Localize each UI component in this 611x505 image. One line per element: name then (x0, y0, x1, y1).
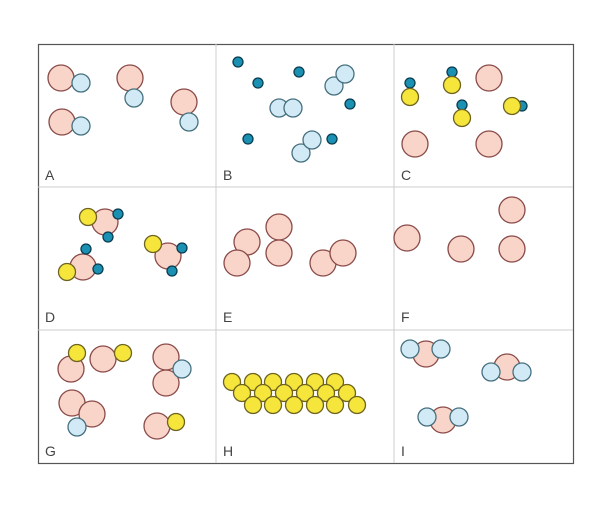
panel-label-e: E (223, 309, 232, 325)
small-teal-atom (456, 99, 468, 111)
yellow-atom (232, 383, 252, 403)
large-pink-atom (393, 224, 421, 252)
yellow-atom (113, 343, 133, 363)
light-blue-atom (179, 112, 199, 132)
light-blue-atom (291, 143, 311, 163)
yellow-atom (305, 395, 325, 415)
large-pink-atom (265, 213, 293, 241)
yellow-atom (284, 395, 304, 415)
light-blue-atom (172, 359, 192, 379)
panel-label-h: H (223, 443, 233, 459)
light-blue-atom (400, 339, 420, 359)
panel-label-b: B (223, 167, 232, 183)
yellow-atom (442, 75, 462, 95)
large-pink-atom (143, 412, 171, 440)
light-blue-atom (512, 362, 532, 382)
small-teal-atom (344, 98, 356, 110)
yellow-atom (325, 395, 345, 415)
panel-label-f: F (401, 309, 410, 325)
large-pink-atom (89, 345, 117, 373)
light-blue-atom (283, 98, 303, 118)
small-teal-atom (80, 243, 92, 255)
panel-label-g: G (45, 443, 56, 459)
yellow-atom (400, 87, 420, 107)
yellow-atom (143, 234, 163, 254)
light-blue-atom (335, 64, 355, 84)
light-blue-atom (324, 76, 344, 96)
light-blue-atom (71, 116, 91, 136)
small-teal-atom (166, 265, 178, 277)
small-teal-atom (92, 263, 104, 275)
small-teal-atom (242, 133, 254, 145)
yellow-atom (337, 383, 357, 403)
small-teal-atom (404, 77, 416, 89)
large-pink-atom (223, 249, 251, 277)
yellow-atom (253, 383, 273, 403)
light-blue-atom (449, 407, 469, 427)
large-pink-atom (475, 130, 503, 158)
light-blue-atom (417, 407, 437, 427)
panel-label-c: C (401, 167, 411, 183)
large-pink-atom (475, 64, 503, 92)
yellow-atom (166, 412, 186, 432)
panel-label-a: A (45, 167, 55, 183)
small-teal-atom (293, 66, 305, 78)
light-blue-atom (302, 130, 322, 150)
small-teal-atom (446, 66, 458, 78)
small-teal-atom (102, 231, 114, 243)
large-pink-atom (447, 235, 475, 263)
large-pink-atom (48, 108, 76, 136)
light-blue-atom (71, 73, 91, 93)
light-blue-atom (431, 339, 451, 359)
yellow-atom (274, 383, 294, 403)
small-teal-atom (112, 208, 124, 220)
large-pink-atom (170, 88, 198, 116)
yellow-atom (263, 395, 283, 415)
small-teal-atom (252, 77, 264, 89)
yellow-atom (57, 262, 77, 282)
light-blue-atom (481, 362, 501, 382)
large-pink-atom (498, 235, 526, 263)
yellow-atom (243, 395, 263, 415)
large-pink-atom (78, 400, 106, 428)
large-pink-atom (329, 239, 357, 267)
large-pink-atom (47, 64, 75, 92)
yellow-atom (452, 108, 472, 128)
small-teal-atom (176, 242, 188, 254)
yellow-atom (502, 96, 522, 116)
yellow-atom (67, 343, 87, 363)
large-pink-atom (498, 196, 526, 224)
yellow-atom (347, 395, 367, 415)
large-pink-atom (116, 64, 144, 92)
panel-label-d: D (45, 309, 55, 325)
yellow-atom (78, 207, 98, 227)
yellow-atom (295, 383, 315, 403)
large-pink-atom (265, 239, 293, 267)
light-blue-atom (124, 88, 144, 108)
panel-label-i: I (401, 443, 405, 459)
small-teal-atom (326, 133, 338, 145)
light-blue-atom (67, 417, 87, 437)
small-teal-atom (232, 56, 244, 68)
large-pink-atom (401, 130, 429, 158)
large-pink-atom (152, 369, 180, 397)
